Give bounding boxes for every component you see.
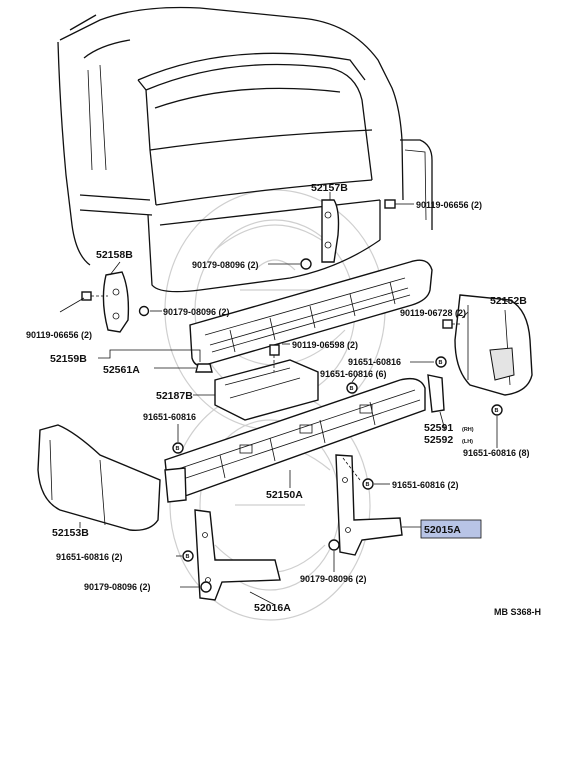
part-52187B[interactable] [214, 359, 319, 421]
label-52561A[interactable]: 52561A [103, 364, 140, 376]
label-52591-side: (RH) [462, 427, 474, 433]
label-91651-60816-8[interactable]: 91651-60816 (8) [463, 448, 530, 458]
bolt-marker-1: B [435, 356, 447, 368]
bolt-marker-6: B [182, 550, 194, 562]
label-52159B[interactable]: 52159B [50, 353, 87, 365]
svg-text:B: B [350, 386, 354, 392]
label-90179-08096-b[interactable]: 90179-08096 (2) [163, 307, 230, 317]
label-90119-06728[interactable]: 90119-06728 (2) [400, 308, 466, 318]
label-52187B[interactable]: 52187B [156, 390, 193, 402]
label-52150A[interactable]: 52150A [266, 489, 303, 501]
label-91651-60816-d[interactable]: 91651-60816 (2) [56, 552, 123, 562]
leader-lines [59, 203, 511, 606]
part-52591-52592[interactable] [164, 374, 445, 503]
svg-text:B: B [439, 360, 443, 366]
label-52158B[interactable]: 52158B [96, 249, 133, 261]
part-labels: 52157B 90119-06656 (2) 52158B 90179-0809… [26, 182, 541, 617]
fastener-clip-52561A[interactable] [195, 363, 213, 373]
fastener-bolt-90119-06598[interactable] [269, 344, 280, 372]
fastener-nut-90179-08096-d[interactable] [200, 581, 212, 593]
highlight-52015A [420, 519, 482, 539]
bolt-marker-5: B [362, 478, 374, 490]
label-52153B[interactable]: 52153B [52, 527, 89, 539]
vehicle-body [57, 6, 433, 293]
part-52158B[interactable] [102, 271, 130, 333]
label-91651-60816-a[interactable]: 91651-60816 [348, 357, 401, 367]
label-52591[interactable]: 52591 [424, 422, 453, 434]
label-52016A[interactable]: 52016A [254, 602, 291, 614]
label-90119-06656-top[interactable]: 90119-06656 (2) [416, 200, 482, 210]
diagram-code: MB S368-H [494, 607, 541, 617]
part-52152B[interactable] [454, 294, 533, 396]
bolt-marker-3: B [491, 404, 503, 416]
fastener-nut-90179-08096-b[interactable] [138, 305, 150, 317]
fastener-bolt-90119-06656-left[interactable] [81, 291, 108, 301]
label-52015A[interactable]: 52015A [424, 524, 461, 536]
label-90179-08096-a[interactable]: 90179-08096 (2) [192, 260, 259, 270]
svg-text:B: B [366, 482, 370, 488]
svg-text:B: B [186, 554, 190, 560]
label-91651-60816-c[interactable]: 91651-60816 (2) [392, 480, 459, 490]
label-90119-06598[interactable]: 90119-06598 (2) [292, 340, 358, 350]
svg-text:B: B [176, 446, 180, 452]
bolt-marker-4: B [172, 442, 184, 454]
label-52592-side: (LH) [462, 439, 473, 445]
label-90179-08096-c[interactable]: 90179-08096 (2) [84, 582, 151, 592]
fastener-bolt-90119-06728[interactable] [442, 319, 462, 329]
label-52592[interactable]: 52592 [424, 434, 453, 446]
svg-text:B: B [495, 408, 499, 414]
label-91651-60816-6[interactable]: 91651-60816 (6) [320, 369, 387, 379]
part-52016A[interactable] [194, 509, 281, 601]
part-52015A[interactable] [335, 454, 403, 556]
part-52157B[interactable] [321, 192, 340, 263]
part-52150A[interactable] [164, 377, 426, 498]
label-52157B[interactable]: 52157B [311, 182, 348, 194]
label-90119-06656-left[interactable]: 90119-06656 (2) [26, 330, 92, 340]
label-91651-60816-b[interactable]: 91651-60816 [143, 412, 196, 422]
fastener-nut-90179-08096-c[interactable] [328, 539, 340, 551]
bolt-marker-2: B [346, 382, 358, 394]
fastener-nut-90179-08096-a[interactable] [300, 258, 312, 270]
part-52153B[interactable] [37, 424, 161, 531]
label-90179-08096-d[interactable]: 90179-08096 (2) [300, 574, 367, 584]
label-52152B[interactable]: 52152B [490, 295, 527, 307]
part-rear-step-pad[interactable] [189, 259, 433, 367]
fastener-bolt-90119-06656-top[interactable] [384, 199, 400, 209]
